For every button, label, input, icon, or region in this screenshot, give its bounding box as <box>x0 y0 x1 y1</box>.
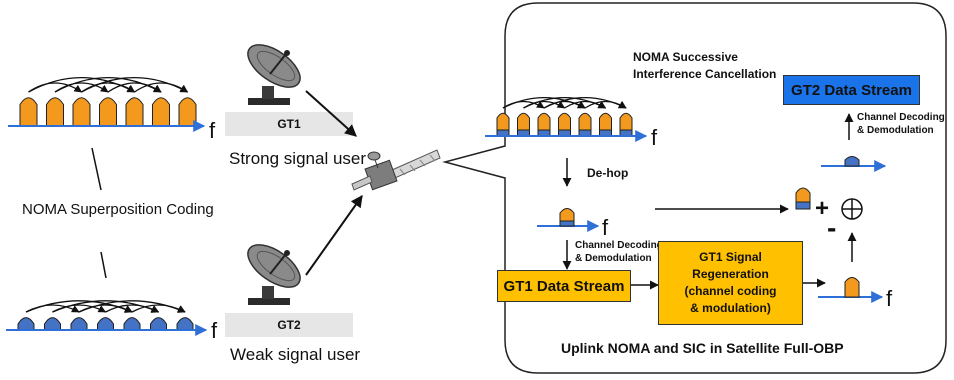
gt2-terminal <box>225 244 353 337</box>
sic-title-line2: Interference Cancellation <box>633 67 777 81</box>
sic-spectrum <box>485 96 648 142</box>
pulse <box>17 317 35 331</box>
regen-line3: (channel coding <box>684 284 777 298</box>
pulse <box>176 317 194 331</box>
coding-connector-top <box>91 147 102 191</box>
pulse <box>44 317 61 331</box>
hop-arc <box>54 77 162 93</box>
hop-arc <box>81 77 189 93</box>
regen-line1: GT1 Signal <box>699 250 762 264</box>
gt2-pulse <box>821 156 887 172</box>
plus-sign: + <box>815 195 830 222</box>
pulse <box>178 97 197 127</box>
pulse <box>46 97 64 127</box>
pulse <box>19 97 38 127</box>
bottom-spectrum <box>6 300 208 336</box>
gt2-label: GT2 <box>277 318 301 332</box>
decode-top-line1: Channel Decoding <box>857 112 945 123</box>
pulse <box>70 317 88 331</box>
regen-box: GT1 Signal Regeneration (channel coding … <box>658 241 803 325</box>
gt2-plate <box>225 313 353 337</box>
dehop-label: De-hop <box>587 166 629 180</box>
pulse <box>72 97 91 127</box>
top-spectrum <box>8 77 206 132</box>
pulse <box>123 317 141 331</box>
freq-label-sic: f <box>651 125 658 150</box>
decode-mid-line2: & Demodulation <box>575 253 652 264</box>
coding-label: NOMA Superposition Coding <box>22 201 214 218</box>
gt1-caption: Strong signal user <box>229 149 367 168</box>
uplink-arrow-gt2 <box>305 195 363 276</box>
hop-arc <box>502 96 586 109</box>
hop-arc <box>543 96 627 109</box>
satellite-icon <box>351 149 441 191</box>
coding-connector-bottom <box>100 251 107 279</box>
regen-pulse <box>818 277 884 303</box>
freq-label-bottom: f <box>211 318 218 343</box>
gt1-label: GT1 <box>277 117 301 131</box>
pulse <box>150 317 167 331</box>
hop-arc <box>52 300 160 313</box>
pulse <box>99 97 117 127</box>
freq-label-regen: f <box>886 286 893 311</box>
hop-arc <box>523 96 607 109</box>
gt1-plate <box>225 112 353 136</box>
gt1-stream-box: GT1 Data Stream <box>497 270 631 302</box>
pulse <box>97 317 114 331</box>
minus-sign: - <box>827 212 837 243</box>
satellite-dish-icon <box>247 244 301 305</box>
decode-mid-line1: Channel Decoding <box>575 240 663 251</box>
sum-circle-icon <box>841 198 863 220</box>
regen-line4: & modulation) <box>690 301 771 315</box>
regen-line2: Regeneration <box>692 267 769 281</box>
freq-label-dehop: f <box>602 215 609 240</box>
composite-pulse <box>795 187 811 210</box>
hop-arc <box>78 300 186 313</box>
hop-arc <box>25 300 133 313</box>
hop-arc <box>28 77 136 93</box>
pulse <box>125 97 144 127</box>
pulse <box>152 97 170 127</box>
sic-title-line1: NOMA Successive <box>633 50 738 64</box>
gt2-stream-box: GT2 Data Stream <box>783 75 920 105</box>
gt2-caption: Weak signal user <box>230 345 361 364</box>
uplink-arrow-gt1 <box>305 90 357 137</box>
panel-footer: Uplink NOMA and SIC in Satellite Full-OB… <box>561 340 844 356</box>
freq-label-top: f <box>209 118 216 143</box>
gt1-terminal <box>225 44 353 136</box>
dehop-pulse <box>537 208 600 232</box>
decode-top-line2: & Demodulation <box>857 125 934 136</box>
satellite-dish-icon <box>247 44 301 105</box>
